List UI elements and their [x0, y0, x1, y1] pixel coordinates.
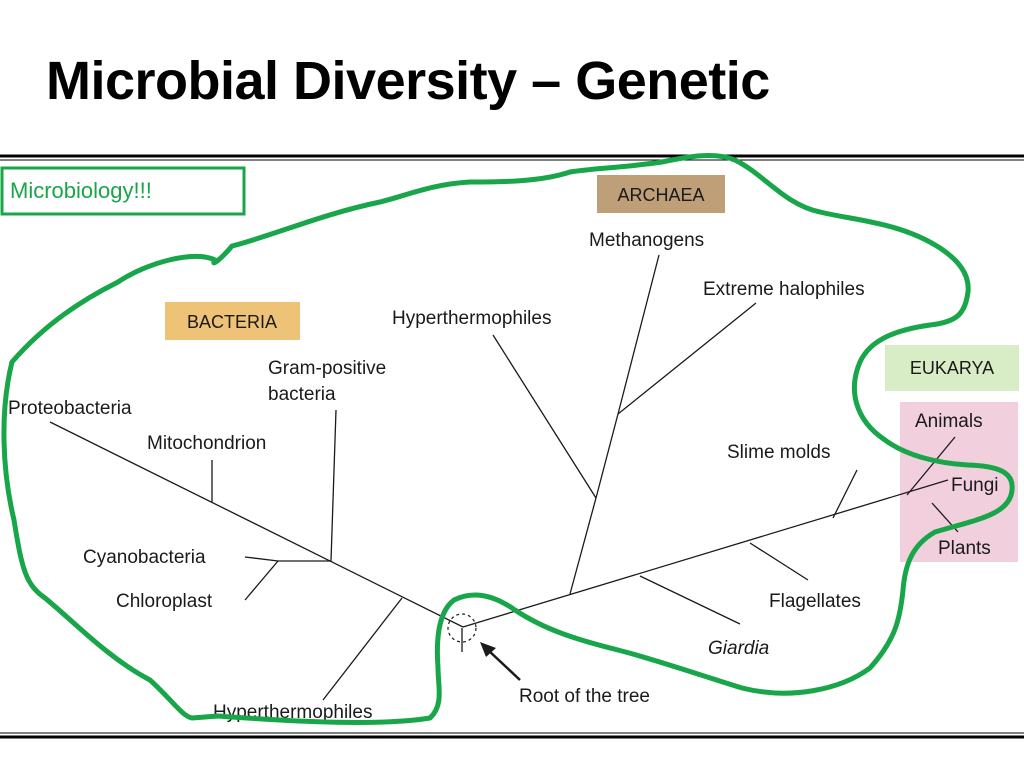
branch-hyperthermophiles-archaea: [492, 334, 597, 499]
domain-bacteria-label: BACTERIA: [187, 312, 277, 332]
branch-cyanobacteria: [244, 556, 279, 562]
label-methanogens: Methanogens: [589, 230, 704, 251]
domain-eukarya-label: EUKARYA: [910, 358, 994, 378]
branch-gram-positive: [330, 409, 337, 562]
branch-chloroplast: [244, 560, 279, 601]
root-arrow: [480, 642, 521, 681]
root-marker: [447, 613, 477, 643]
branch-giardia: [639, 575, 741, 625]
callout-text: Microbiology!!!: [10, 178, 152, 203]
tree-branches: [49, 254, 959, 701]
branch-main-bacteria: [49, 421, 464, 628]
label-cyanobacteria: Cyanobacteria: [83, 547, 206, 568]
label-chloroplast: Chloroplast: [116, 591, 213, 612]
branch-methanogens: [617, 254, 660, 415]
label-mitochondrion: Mitochondrion: [147, 433, 266, 454]
branch-archaea-stem: [569, 497, 597, 595]
domain-archaea-label: ARCHAEA: [617, 185, 704, 205]
branch-animals: [906, 436, 956, 496]
branch-flagellates: [749, 542, 809, 581]
label-proteobacteria: Proteobacteria: [8, 398, 132, 419]
annotation-callout: Microbiology!!!: [0, 166, 246, 216]
domain-archaea-box: ARCHAEA: [597, 175, 725, 213]
label-fungi: Fungi: [951, 475, 999, 496]
hand-drawn-outline: [1, 153, 1015, 725]
eukarya-box-bg: [885, 345, 1019, 391]
branch-main-eukarya: [462, 479, 949, 628]
label-giardia: Giardia: [708, 638, 769, 659]
domain-bacteria-box: BACTERIA: [165, 302, 300, 340]
branch-extreme-halophiles: [617, 302, 757, 415]
label-slime-molds: Slime molds: [727, 442, 830, 463]
label-plants: Plants: [938, 538, 991, 559]
label-hyperthermophiles-archaea: Hyperthermophiles: [392, 308, 551, 329]
eukarya-group-box: [900, 402, 1018, 562]
label-root: Root of the tree: [519, 686, 650, 707]
slide-title: Microbial Diversity – Genetic: [46, 51, 770, 111]
branch-slime-molds: [832, 469, 858, 519]
bacteria-box-bg: [165, 302, 300, 340]
domain-eukarya-box: EUKARYA: [885, 345, 1019, 391]
label-gram-positive-line2: bacteria: [268, 384, 336, 405]
label-gram-positive-line1: Gram-positive: [268, 358, 386, 379]
branch-hyperthermophiles-bacteria: [322, 597, 403, 701]
archaea-box-bg: [597, 175, 725, 213]
callout-box: [0, 166, 246, 216]
frame-lines: [0, 154, 1024, 739]
branch-archaea-upper: [595, 413, 619, 499]
label-extreme-halophiles: Extreme halophiles: [703, 279, 865, 300]
label-animals: Animals: [915, 411, 983, 432]
label-flagellates: Flagellates: [769, 591, 861, 612]
